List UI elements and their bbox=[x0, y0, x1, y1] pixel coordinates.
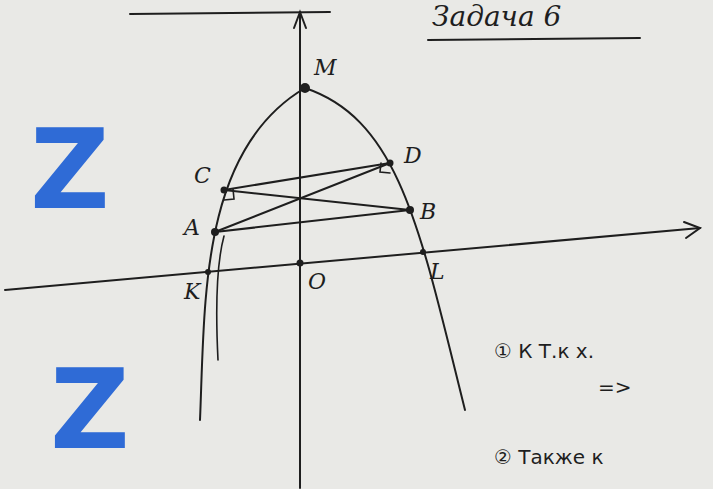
segment-cb bbox=[224, 190, 410, 210]
blue-mark: Z bbox=[30, 110, 110, 231]
pen-stroke bbox=[130, 12, 330, 14]
point-label: L bbox=[430, 260, 445, 284]
point-label: A bbox=[184, 216, 200, 240]
blue-mark: Z bbox=[50, 350, 130, 471]
point-label: O bbox=[308, 270, 326, 294]
point-dot bbox=[221, 187, 228, 194]
point-dot bbox=[297, 260, 304, 267]
y-arrow bbox=[294, 12, 306, 28]
handwritten-note: ② Также к bbox=[494, 446, 604, 468]
point-dot bbox=[300, 83, 310, 93]
handwritten-note: => bbox=[598, 376, 632, 398]
title: Задача 6 bbox=[432, 2, 561, 33]
parabola bbox=[200, 88, 465, 420]
point-dot bbox=[205, 269, 211, 275]
parabola-stroke bbox=[217, 236, 224, 360]
point-label: C bbox=[194, 164, 211, 188]
point-dot bbox=[420, 249, 426, 255]
segment-cd bbox=[224, 163, 390, 190]
handwritten-note: ① К Т.к х. bbox=[494, 340, 594, 362]
point-label: D bbox=[404, 144, 422, 168]
segment-ad bbox=[215, 163, 390, 232]
point-label: K bbox=[184, 280, 200, 304]
point-dot bbox=[406, 206, 414, 214]
x-arrow bbox=[684, 222, 700, 238]
point-dot bbox=[387, 160, 394, 167]
point-dot bbox=[211, 228, 219, 236]
title-underline bbox=[428, 38, 640, 40]
y-axis bbox=[299, 12, 301, 488]
point-label: M bbox=[314, 56, 337, 80]
x-axis bbox=[5, 228, 700, 290]
point-label: B bbox=[420, 200, 436, 224]
